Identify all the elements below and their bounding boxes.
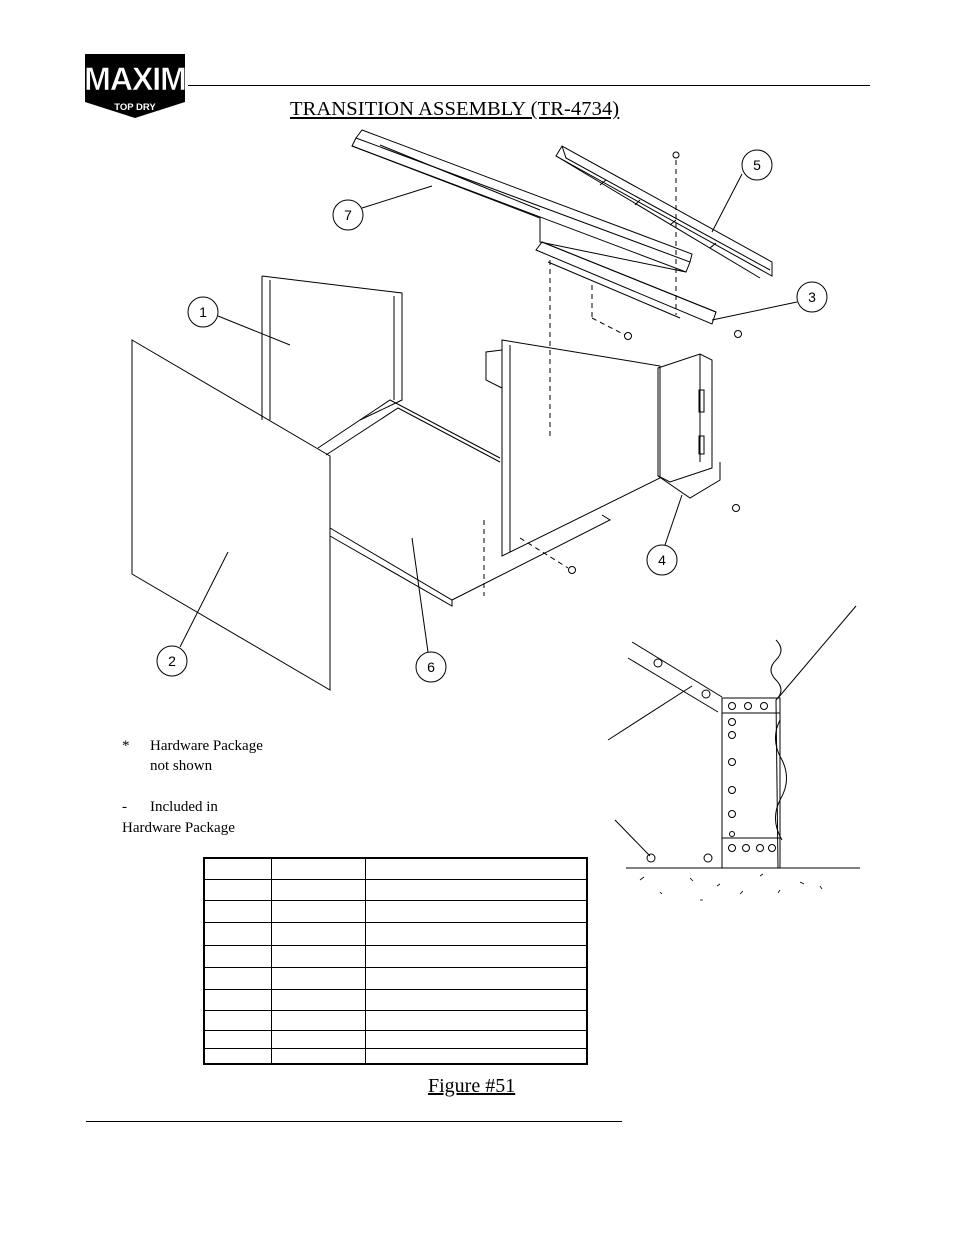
table-column-divider: [365, 859, 366, 1063]
rear-panel: [485, 339, 661, 557]
figure-caption: Figure #51: [428, 1075, 516, 1097]
note-hardware-line2: not shown: [150, 758, 213, 774]
header-rule: [188, 85, 870, 86]
detail-view: [607, 605, 860, 901]
callouts: [156, 149, 828, 683]
table-row: [205, 1010, 586, 1011]
note-included-line1: Included in: [150, 799, 218, 815]
table-row: [205, 967, 586, 968]
part-3-angle: [535, 241, 717, 325]
part-5-channel: [555, 145, 773, 279]
table-row: [205, 900, 586, 901]
table-row: [205, 1030, 586, 1031]
hardware-guides: [483, 160, 677, 596]
footer-rule: [86, 1121, 622, 1122]
part-1-side-panel: [261, 275, 403, 421]
callout-4: 4: [658, 552, 666, 568]
callout-5: 5: [753, 157, 761, 173]
table-row: [205, 879, 586, 880]
part-2-front-panel: [131, 339, 331, 691]
part-6-bottom-pan: [317, 399, 612, 607]
table-row: [205, 922, 586, 923]
note-dash: -: [122, 799, 127, 815]
table-column-divider: [271, 859, 272, 1063]
table-row: [205, 989, 586, 990]
svg-text:MAXIM: MAXIM: [84, 61, 186, 97]
callout-3: 3: [808, 289, 816, 305]
parts-table: [203, 857, 588, 1065]
note-included-line2: Hardware Package: [122, 820, 235, 836]
note-hardware-line1: Hardware Package: [150, 738, 263, 754]
callout-7: 7: [344, 207, 352, 223]
callout-6: 6: [427, 659, 435, 675]
maxim-top-dry-logo: MAXIM TOP DRY: [84, 54, 187, 118]
part-4-corner-post: [657, 353, 721, 499]
page-title: TRANSITION ASSEMBLY (TR-4734): [290, 98, 620, 120]
callout-2: 2: [168, 653, 176, 669]
callout-1: 1: [199, 304, 207, 320]
part-7-angle-strip: [351, 129, 693, 273]
table-row: [205, 945, 586, 946]
svg-text:TOP DRY: TOP DRY: [114, 102, 156, 113]
bolts: [568, 151, 742, 574]
note-asterisk: *: [122, 738, 130, 754]
table-row: [205, 1048, 586, 1049]
